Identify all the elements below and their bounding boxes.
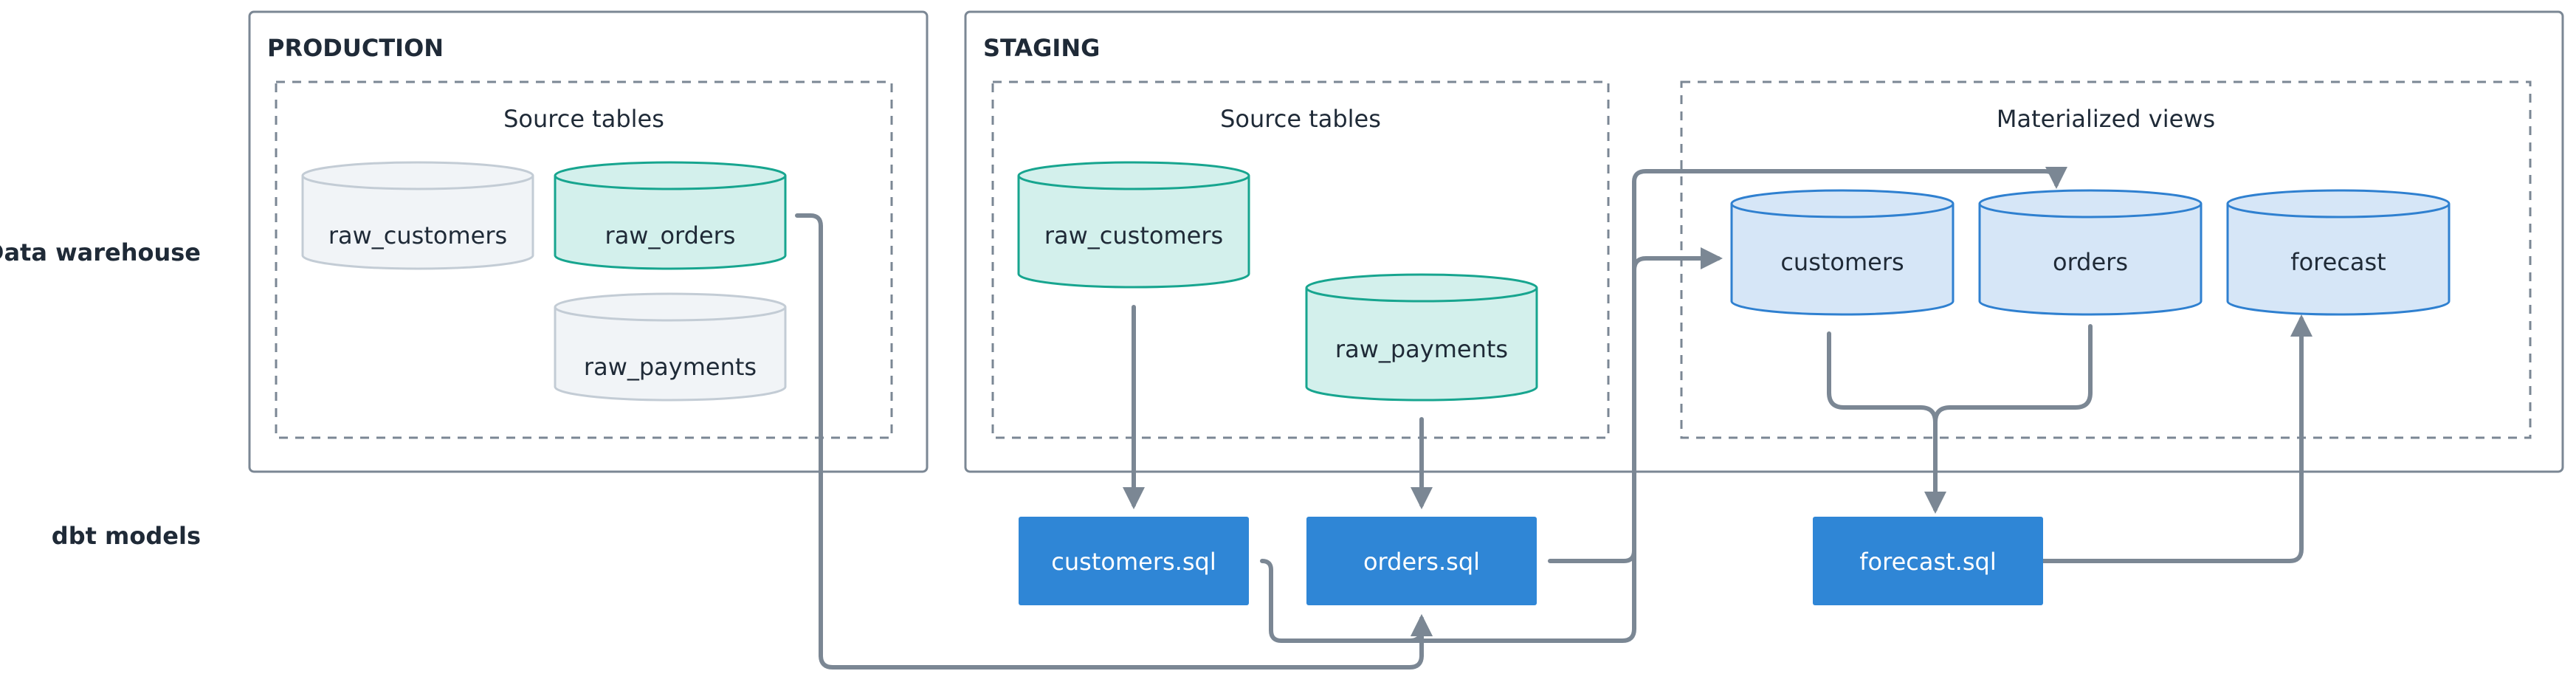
database-cylinder-body bbox=[301, 176, 534, 270]
database-cylinder-body bbox=[1305, 288, 1538, 402]
staging-frame bbox=[964, 10, 2564, 473]
forecast-sql-model[interactable]: forecast.sql bbox=[1813, 517, 2043, 605]
database-cylinder-top bbox=[301, 161, 534, 190]
database-cylinder-top bbox=[554, 292, 787, 322]
arrow-orders-view-to-forecast-sql bbox=[1924, 324, 2093, 514]
orders-sql-label: orders.sql bbox=[1363, 548, 1480, 576]
production-title: PRODUCTION bbox=[267, 34, 444, 62]
forecast-view-label: forecast bbox=[2290, 248, 2386, 276]
production-raw-customers-table: raw_customers bbox=[301, 161, 534, 270]
production-raw-payments-table: raw_payments bbox=[554, 292, 787, 402]
database-cylinder-body bbox=[554, 176, 787, 270]
database-cylinder-body bbox=[2226, 204, 2451, 316]
database-cylinder-body bbox=[1978, 204, 2203, 316]
production-frame bbox=[248, 10, 929, 473]
database-cylinder-body bbox=[554, 307, 787, 402]
production-raw-payments-label: raw_payments bbox=[584, 353, 757, 381]
production-raw-orders-label: raw_orders bbox=[605, 221, 736, 249]
customers-sql-box[interactable] bbox=[1019, 517, 1249, 605]
staging-environment: STAGING Source tables Materialized views bbox=[964, 10, 2564, 473]
database-cylinder-body bbox=[1017, 176, 1250, 289]
production-raw-orders-table: raw_orders bbox=[554, 161, 787, 270]
forecast-sql-label: forecast.sql bbox=[1859, 548, 1996, 576]
database-cylinder-top bbox=[554, 161, 787, 190]
customers-sql-model[interactable]: customers.sql bbox=[1019, 517, 1249, 605]
orders-view-label: orders bbox=[2053, 248, 2128, 276]
database-cylinder-top bbox=[1305, 273, 1538, 303]
database-cylinder-top bbox=[1978, 189, 2203, 218]
staging-title: STAGING bbox=[983, 34, 1100, 62]
orders-sql-model[interactable]: orders.sql bbox=[1306, 517, 1537, 605]
arrow-raw-orders-to-orders-sql bbox=[795, 213, 1433, 669]
materialized-views-title: Materialized views bbox=[1997, 105, 2215, 133]
staging-source-tables-title: Source tables bbox=[1220, 105, 1381, 133]
customers-view: customers bbox=[1730, 189, 1955, 316]
database-cylinder-top bbox=[1017, 161, 1250, 190]
orders-view: orders bbox=[1978, 189, 2203, 316]
staging-raw-customers-label: raw_customers bbox=[1044, 221, 1223, 249]
orders-sql-box[interactable] bbox=[1306, 517, 1537, 605]
staging-raw-customers-table: raw_customers bbox=[1017, 161, 1250, 289]
staging-raw-payments-label: raw_payments bbox=[1335, 335, 1508, 363]
production-source-tables-title: Source tables bbox=[503, 105, 664, 133]
database-cylinder-body bbox=[1730, 204, 1955, 316]
customers-sql-label: customers.sql bbox=[1051, 548, 1216, 576]
forecast-view: forecast bbox=[2226, 189, 2451, 316]
staging-raw-payments-table: raw_payments bbox=[1305, 273, 1538, 402]
arrow-customers-view-to-forecast-sql bbox=[1827, 331, 1938, 510]
customers-view-label: customers bbox=[1780, 248, 1904, 276]
connectors bbox=[795, 167, 2312, 669]
row-label-data-warehouse: Data warehouse bbox=[0, 238, 201, 266]
database-cylinder-top bbox=[2226, 189, 2451, 218]
arrow-orders-sql-to-orders-view bbox=[1548, 167, 2067, 563]
arrow-customers-sql-to-orders-sql bbox=[1260, 559, 1433, 643]
production-raw-customers-label: raw_customers bbox=[328, 221, 507, 249]
arrow-forecast-sql-to-forecast-view bbox=[2039, 314, 2312, 563]
production-environment: PRODUCTION Source tables bbox=[248, 10, 929, 473]
forecast-sql-box[interactable] bbox=[1813, 517, 2043, 605]
row-label-dbt-models: dbt models bbox=[52, 522, 201, 550]
database-cylinder-top bbox=[1730, 189, 1955, 218]
